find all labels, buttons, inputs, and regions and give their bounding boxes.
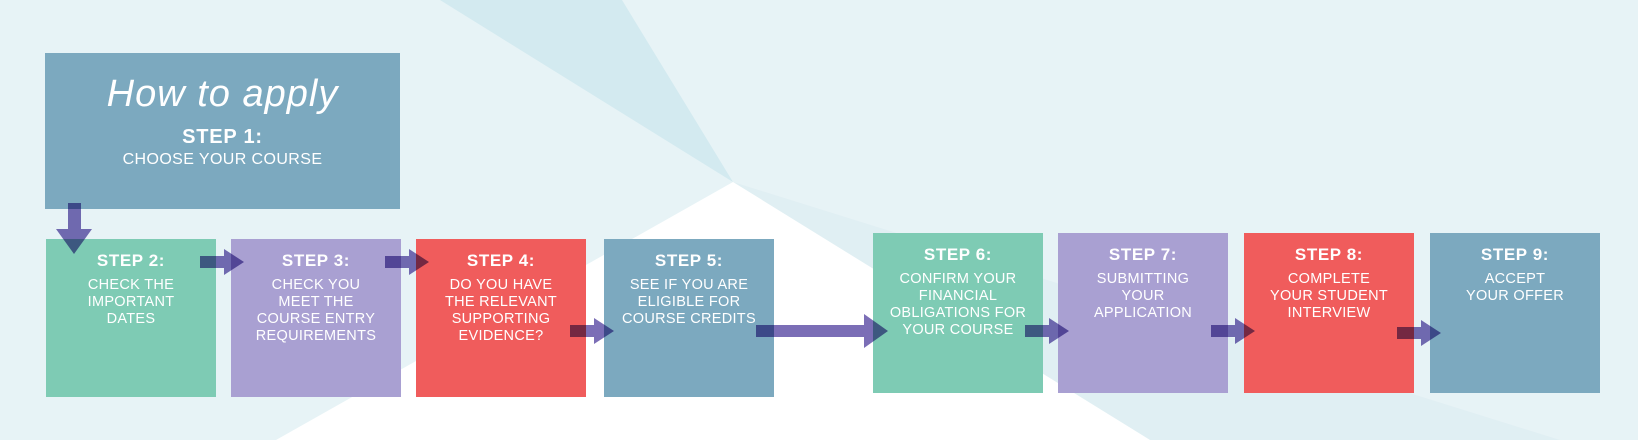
right-arrow-icon — [594, 318, 614, 344]
right-arrow-icon — [864, 314, 888, 348]
right-arrow-shaft — [756, 325, 864, 337]
step-card-8: STEP 8: COMPLETE YOUR STUDENT INTERVIEW — [1244, 233, 1414, 393]
connector-step4-step5 — [570, 318, 614, 344]
right-arrow-icon — [1421, 320, 1441, 346]
right-arrow-shaft — [200, 256, 224, 268]
step-card-4: STEP 4: DO YOU HAVE THE RELEVANT SUPPORT… — [416, 239, 586, 397]
step-text: CHECK THE IMPORTANT DATES — [87, 277, 175, 327]
step-card-1: How to apply STEP 1: CHOOSE YOUR COURSE — [45, 53, 400, 209]
step-card-2: STEP 2: CHECK THE IMPORTANT DATES — [46, 239, 216, 397]
step-text: CONFIRM YOUR FINANCIAL OBLIGATIONS FOR Y… — [889, 271, 1027, 338]
step-text: ACCEPT YOUR OFFER — [1465, 271, 1565, 304]
right-arrow-shaft — [1397, 327, 1421, 339]
down-arrow-shaft — [67, 203, 81, 229]
step-text: CHOOSE YOUR COURSE — [122, 151, 323, 168]
step-text: DO YOU HAVE THE RELEVANT SUPPORTING EVID… — [444, 277, 558, 344]
right-arrow-shaft — [1211, 325, 1235, 337]
step-label: STEP 4: — [466, 251, 536, 270]
step-label: STEP 2: — [96, 251, 166, 270]
background-wedge-triangle — [440, 0, 733, 182]
connector-step5-step6 — [756, 314, 888, 348]
right-arrow-shaft — [1025, 325, 1049, 337]
connector-step6-step7 — [1025, 318, 1069, 344]
step-text: SEE IF YOU ARE ELIGIBLE FOR COURSE CREDI… — [622, 277, 756, 327]
right-arrow-icon — [1049, 318, 1069, 344]
step-label: STEP 8: — [1294, 245, 1364, 264]
connector-step7-step8 — [1211, 318, 1255, 344]
right-arrow-shaft — [385, 256, 409, 268]
right-arrow-icon — [409, 249, 429, 275]
right-arrow-shaft — [570, 325, 594, 337]
step-card-7: STEP 7: SUBMITTING YOUR APPLICATION — [1058, 233, 1228, 393]
connector-step1-step2 — [56, 203, 92, 254]
step-text: COMPLETE YOUR STUDENT INTERVIEW — [1270, 271, 1388, 321]
step-text: SUBMITTING YOUR APPLICATION — [1093, 271, 1193, 321]
step-card-6: STEP 6: CONFIRM YOUR FINANCIAL OBLIGATIO… — [873, 233, 1043, 393]
right-arrow-icon — [224, 249, 244, 275]
connector-step8-step9 — [1397, 320, 1441, 346]
step-label: STEP 1: — [182, 126, 263, 148]
connector-step2-step3 — [200, 249, 244, 275]
down-arrow-icon — [56, 229, 92, 254]
step-label: STEP 9: — [1480, 245, 1550, 264]
page-title: How to apply — [106, 73, 339, 115]
right-arrow-icon — [1235, 318, 1255, 344]
step-label: STEP 3: — [281, 251, 351, 270]
step-text: CHECK YOU MEET THE COURSE ENTRY REQUIREM… — [255, 277, 377, 344]
step-label: STEP 7: — [1108, 245, 1178, 264]
step-card-9: STEP 9: ACCEPT YOUR OFFER — [1430, 233, 1600, 393]
step-card-5: STEP 5: SEE IF YOU ARE ELIGIBLE FOR COUR… — [604, 239, 774, 397]
connector-step3-step4 — [385, 249, 429, 275]
step-label: STEP 6: — [923, 245, 993, 264]
step-card-3: STEP 3: CHECK YOU MEET THE COURSE ENTRY … — [231, 239, 401, 397]
step-label: STEP 5: — [654, 251, 724, 270]
